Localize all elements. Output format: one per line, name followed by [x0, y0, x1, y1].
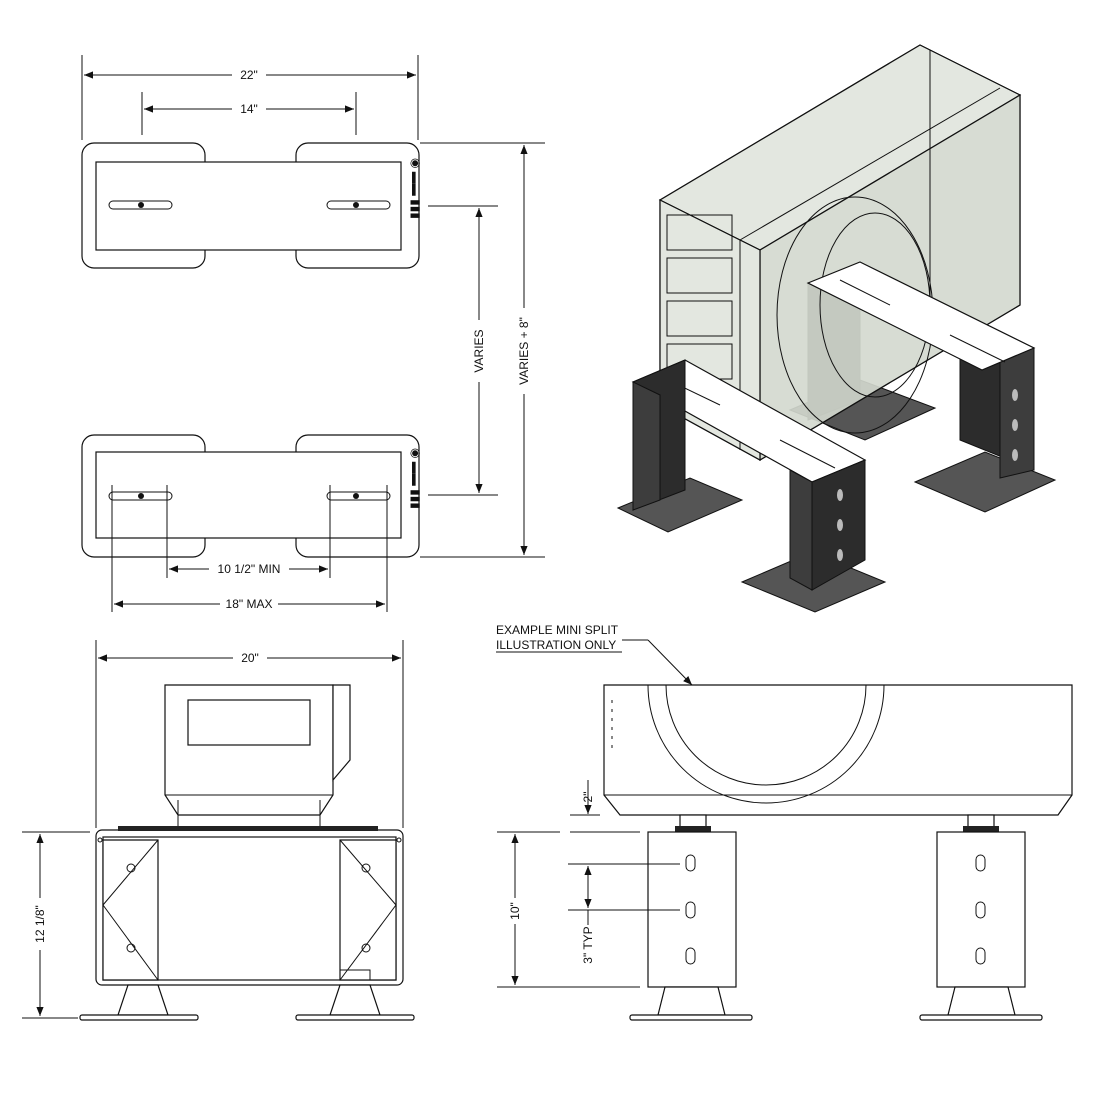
side-mini-split-unit — [603, 684, 1073, 816]
top-channel-lower: ◉ ▬▬ ▮▮▮ — [81, 434, 423, 558]
dim-label-min: 10 1/2" MIN — [218, 562, 281, 576]
iso-channel-back — [806, 261, 1036, 371]
note-line-2: ILLUSTRATION ONLY — [496, 638, 616, 652]
logo-mark-upper: ◉ ▬▬ ▮▮▮ — [409, 158, 423, 219]
dim-label-20: 20" — [241, 651, 259, 665]
dim-label-2: 2" — [581, 792, 595, 803]
top-channel-upper: ◉ ▬▬ ▮▮▮ — [81, 142, 423, 269]
note-line-1: EXAMPLE MINI SPLIT — [496, 623, 619, 637]
dim-label-max: 18" MAX — [226, 597, 273, 611]
dim-label-22: 22" — [240, 68, 258, 82]
dim-label-14: 14" — [240, 102, 258, 116]
isometric-view — [616, 44, 1057, 613]
front-elevation-view: 20" — [22, 640, 415, 1021]
front-mini-split-unit — [164, 684, 351, 828]
dim-label-10: 10" — [508, 902, 522, 920]
dim-label-varies-plus: VARIES + 8" — [517, 317, 531, 385]
side-legs — [629, 814, 1043, 1021]
top-plan-view: 22" 14" ◉ ▬▬ ▮▮▮ ◉ ▬▬ ▮▮▮ — [81, 55, 545, 612]
front-stand-frame — [95, 826, 404, 986]
side-elevation-view: EXAMPLE MINI SPLIT ILLUSTRATION ONLY — [496, 623, 1073, 1021]
dim-label-3-typ: 3" TYP — [581, 926, 595, 963]
dim-label-12-18: 12 1/8" — [33, 905, 47, 943]
front-feet — [79, 984, 415, 1021]
dim-label-varies: VARIES — [472, 329, 486, 372]
logo-mark-lower: ◉ ▬▬ ▮▮▮ — [409, 448, 423, 509]
